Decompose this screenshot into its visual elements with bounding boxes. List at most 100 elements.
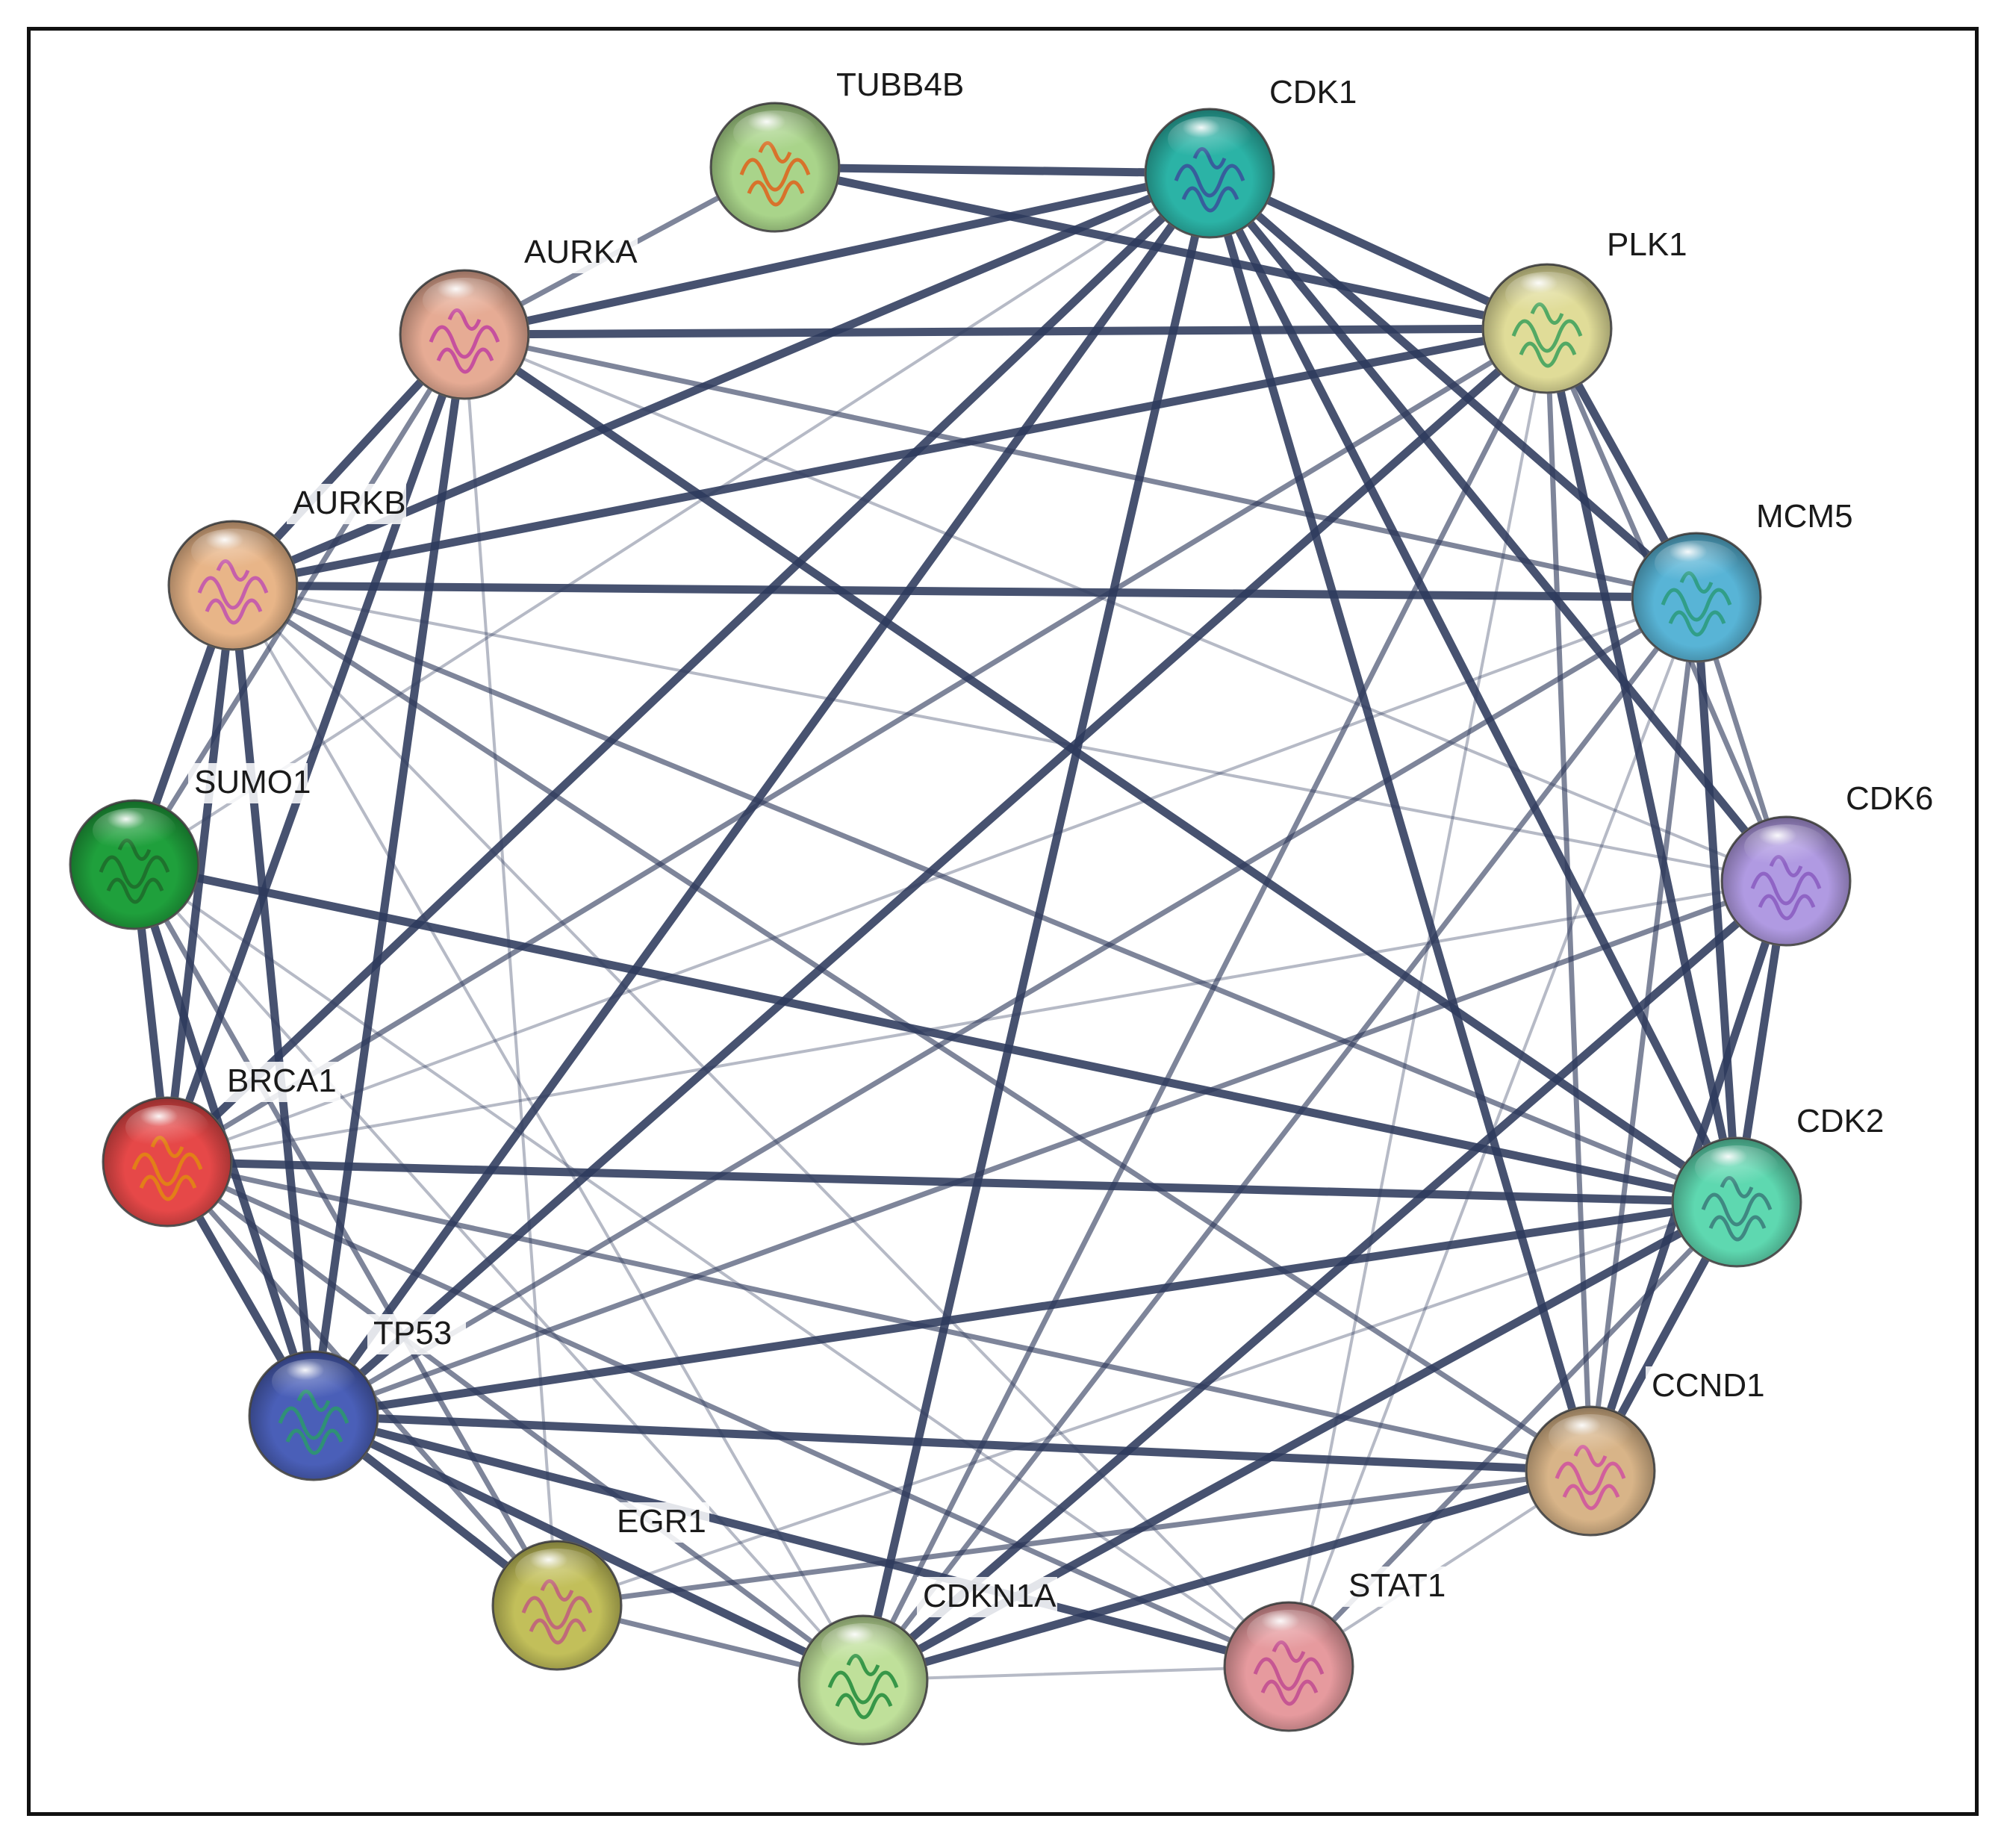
node-label-background [1646,1366,1765,1407]
edge-mcm5-tp53 [311,594,1699,1419]
node-highlight [1744,824,1828,869]
node-highlight [515,1549,599,1593]
node-highlight [1247,1610,1331,1655]
node-highlight [272,1359,355,1404]
edge-aurka-brca1 [163,330,469,1166]
edge-cdk1-cdk2 [1205,169,1741,1207]
node-plk1[interactable]: PLK1 [1481,225,1699,394]
edge-aurkb-cdk6 [231,584,1787,883]
edge-ccnd1-cdkn1a [859,1466,1595,1684]
node-cdk2[interactable]: CDK2 [1671,1102,1889,1268]
edge-cdk6-cdkn1a [859,877,1790,1684]
node-highlight [423,278,506,323]
edge-plk1-cdk2 [1543,324,1741,1207]
node-label-sumo1: SUMO1 [194,764,311,800]
edge-aurka-cdk6 [463,333,1787,883]
edge-cdk2-tp53 [309,1198,1741,1420]
edge-brca1-ccnd1 [164,1159,1593,1474]
edge-cdk1-aurka [460,169,1214,339]
node-label-background [367,1314,466,1354]
edge-cdkn1a-stat1 [862,1665,1290,1681]
edge-cdk6-tp53 [311,878,1789,1419]
node-label-plk1: PLK1 [1607,226,1687,263]
edge-tp53-stat1 [309,1411,1293,1671]
node-tp53[interactable]: TP53 [248,1314,466,1481]
node-label-background [1342,1567,1462,1607]
edge-aurka-cdk2 [460,330,1741,1207]
edge-plk1-aurka [460,324,1552,339]
node-aurkb[interactable]: AURKB [167,484,406,651]
node-label-cdk2: CDK2 [1796,1103,1884,1139]
node-brca1[interactable]: BRCA1 [102,1062,340,1228]
node-label-background [188,763,308,803]
node-cdk6[interactable]: CDK6 [1720,780,1938,947]
node-cdk1[interactable]: CDK1 [1144,73,1362,239]
edge-cdk1-cdkn1a [859,169,1214,1684]
node-stat1[interactable]: STAT1 [1223,1567,1462,1732]
edge-aurkb-cdk2 [230,582,1740,1205]
edge-aurka-mcm5 [461,332,1699,600]
node-label-background [1263,73,1362,113]
node-mcm5[interactable]: MCM5 [1631,497,1853,663]
node-label-cdkn1a: CDKN1A [923,1578,1057,1614]
edge-cdk1-tp53 [309,169,1214,1420]
node-label-background [1790,1102,1889,1142]
node-highlight [1505,272,1589,317]
node-aurka[interactable]: AURKA [399,233,638,400]
edge-plk1-cdkn1a [860,326,1550,1683]
edge-ccnd1-egr1 [554,1468,1593,1608]
edge-mcm5-brca1 [166,596,1698,1163]
node-label-ccnd1: CCND1 [1652,1367,1765,1404]
edge-aurka-egr1 [463,333,558,1607]
node-label-brca1: BRCA1 [227,1063,337,1099]
node-highlight [1695,1145,1779,1190]
node-label-background [830,66,971,106]
node-label-mcm5: MCM5 [1756,498,1853,535]
node-tubb4b[interactable]: TUBB4B [709,66,971,233]
node-sumo1[interactable]: SUMO1 [69,763,311,930]
node-label-background [917,1577,1057,1617]
edges-layer [130,163,1790,1684]
edge-aurkb-brca1 [163,581,237,1166]
edge-tubb4b-plk1 [771,163,1552,333]
edge-aurkb-tp53 [228,581,318,1420]
node-label-background [1601,225,1699,266]
edge-cdk1-cdk6 [1205,169,1790,886]
node-egr1[interactable]: EGR1 [491,1502,709,1671]
edge-aurka-tp53 [309,330,469,1420]
node-label-aurka: AURKA [524,234,638,270]
node-label-background [611,1502,709,1543]
node-label-stat1: STAT1 [1348,1567,1446,1604]
node-label-cdk6: CDK6 [1846,780,1933,817]
edge-cdk1-brca1 [163,169,1214,1166]
node-highlight [1655,541,1738,585]
node-label-background [287,484,406,524]
edge-cdk6-brca1 [166,880,1787,1163]
edge-sumo1-egr1 [131,862,560,1608]
edge-plk1-ccnd1 [1544,326,1593,1474]
node-highlight [821,1623,905,1668]
node-label-aurkb: AURKB [293,485,406,521]
node-cdkn1a[interactable]: CDKN1A [797,1577,1057,1746]
edge-brca1-stat1 [164,1159,1292,1670]
node-ccnd1[interactable]: CCND1 [1525,1366,1765,1537]
edge-tp53-cdkn1a [309,1411,868,1684]
node-label-background [518,233,638,273]
edge-cdk1-ccnd1 [1205,169,1595,1475]
edge-mcm5-cdkn1a [860,594,1699,1683]
node-highlight [125,1105,209,1150]
node-highlight [93,808,176,853]
node-highlight [1168,116,1251,161]
node-label-cdk1: CDK1 [1269,74,1357,111]
edge-sumo1-cdk2 [130,860,1741,1207]
node-label-background [221,1062,340,1102]
node-highlight [1549,1414,1632,1459]
edge-brca1-cdk2 [163,1157,1741,1207]
edge-aurkb-mcm5 [228,581,1701,602]
edge-tp53-ccnd1 [309,1411,1595,1475]
edge-plk1-aurkb [228,324,1552,590]
node-highlight [191,529,275,573]
edge-sumo1-cdkn1a [133,863,865,1681]
